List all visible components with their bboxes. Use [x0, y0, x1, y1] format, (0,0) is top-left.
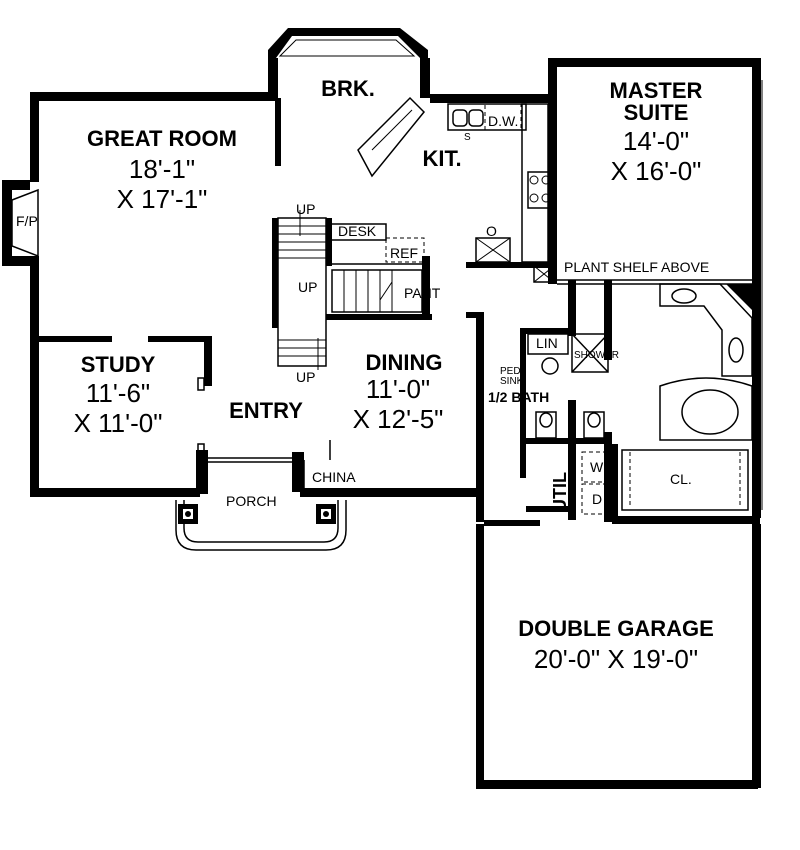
plant-shelf-label: PLANT SHELF ABOVE: [564, 259, 709, 275]
kitchen-fixtures: [329, 96, 555, 283]
porch-label: PORCH: [226, 493, 277, 509]
garage-dim: 20'-0" X 19'-0": [534, 644, 698, 674]
closet-label: CL.: [670, 471, 692, 487]
interior-walls: [38, 98, 752, 522]
shower-label: SHOWER: [574, 350, 619, 361]
master-suite-name-1: MASTER: [610, 78, 703, 103]
stairs-up-label-3: UP: [296, 369, 315, 385]
oven-label: O: [486, 223, 497, 239]
great-room-dim-2: X 17'-1": [117, 184, 208, 214]
linen-label: LIN: [536, 335, 558, 351]
study-dim-1: 11'-6": [86, 378, 150, 408]
pantry-label: PANT: [404, 285, 441, 301]
ped-sink-label-1: PED: [500, 366, 521, 377]
dining-name: DINING: [366, 350, 443, 375]
porch: [175, 377, 347, 551]
kitchen-name: KIT.: [422, 146, 461, 171]
stairs-up-label-1: UP: [296, 201, 315, 217]
study-label: STUDY 11'-6" X 11'-0": [74, 352, 163, 438]
garage-name: DOUBLE GARAGE: [518, 616, 714, 641]
great-room-label: GREAT ROOM 18'-1" X 17'-1": [87, 126, 237, 214]
exterior-walls: [2, 28, 763, 789]
bath-fixtures: [535, 283, 753, 515]
master-suite-name-2: SUITE: [624, 100, 689, 125]
utility-label: UTIL: [550, 472, 570, 512]
master-suite-label: MASTER SUITE 14'-0" X 16'-0": [610, 78, 703, 186]
fireplace-label: F/P: [16, 213, 38, 229]
dryer-label: D: [592, 491, 602, 507]
stairs: [277, 210, 423, 370]
master-suite-dim-1: 14'-0": [623, 126, 689, 156]
washer-label: W: [590, 459, 604, 475]
refrigerator-label: REF: [390, 245, 418, 261]
garage-label: DOUBLE GARAGE 20'-0" X 19'-0": [518, 616, 714, 674]
master-suite-dim-2: X 16'-0": [611, 156, 702, 186]
study-name: STUDY: [81, 352, 156, 377]
dining-label: DINING 11'-0" X 12'-5": [353, 350, 444, 434]
great-room-dim-1: 18'-1": [129, 154, 195, 184]
dining-dim-2: X 12'-5": [353, 404, 444, 434]
half-bath-label: 1/2 BATH: [488, 389, 549, 405]
stairs-up-label-2: UP: [298, 279, 317, 295]
study-dim-2: X 11'-0": [74, 408, 163, 438]
great-room-name: GREAT ROOM: [87, 126, 237, 151]
entry-name: ENTRY: [229, 398, 303, 423]
desk-label: DESK: [338, 223, 377, 239]
ped-sink-label-2: SINK: [500, 376, 524, 387]
china-label: CHINA: [312, 469, 356, 485]
dining-dim-1: 11'-0": [366, 374, 430, 404]
sink-label: S: [464, 132, 471, 143]
dishwasher-label: D.W.: [488, 113, 518, 129]
breakfast-name: BRK.: [321, 76, 375, 101]
